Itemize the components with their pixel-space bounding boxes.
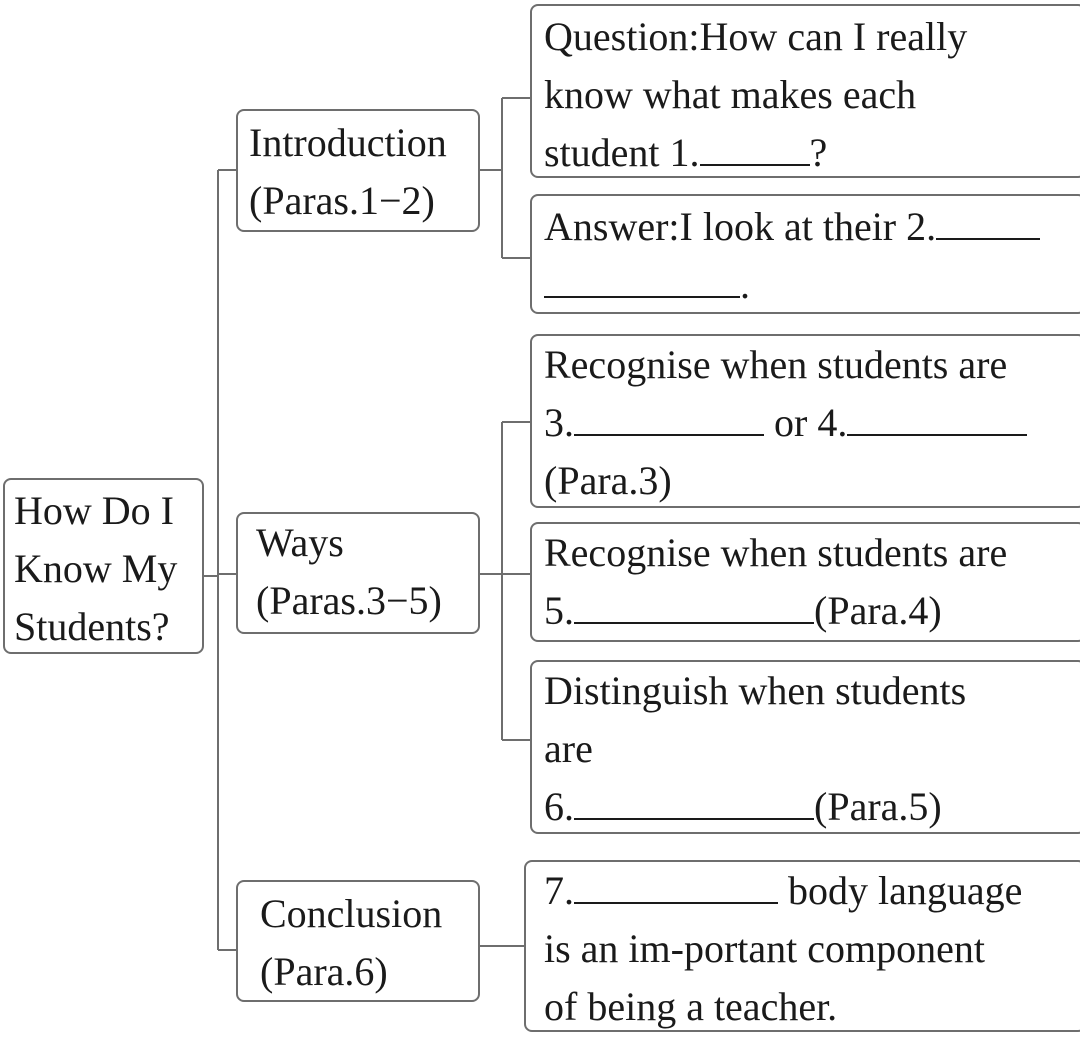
way2-line-1: Recognise when students are	[544, 530, 1008, 575]
way1-num-4: or 4.	[764, 400, 848, 445]
blank-1	[699, 128, 810, 166]
way3-para: (Para.5)	[814, 784, 942, 829]
answer-prefix: Answer:I look at their 2.	[544, 204, 937, 249]
question-suffix: ?	[809, 130, 828, 175]
section-conclusion-title: Conclusion	[260, 891, 443, 936]
question-line-3: student 1.?	[544, 124, 1080, 182]
section-introduction-paras: (Paras.1−2)	[249, 178, 435, 223]
way3-line-3: 6. (Para.5)	[544, 778, 1080, 836]
blank-2a	[936, 202, 1041, 240]
section-ways-title: Ways	[256, 520, 344, 565]
detail-way-3: Distinguish when students are 6. (Para.5)	[530, 660, 1080, 834]
section-ways: Ways (Paras.3−5)	[236, 512, 480, 634]
way2-line-2: 5. (Para.4)	[544, 582, 1080, 640]
way3-line-2: are	[544, 726, 593, 771]
answer-line-2: .	[544, 256, 1080, 314]
section-ways-paras: (Paras.3−5)	[256, 578, 442, 623]
conclusion-rest: body language	[778, 868, 1023, 913]
detail-question: Question:How can I really know what make…	[530, 4, 1080, 178]
way2-para: (Para.4)	[814, 588, 942, 633]
conclusion-line-1: 7. body language	[544, 862, 1080, 920]
blank-7	[574, 866, 778, 904]
blank-5	[574, 586, 814, 624]
answer-suffix: .	[740, 262, 750, 307]
conclusion-line-3: of being a teacher.	[544, 984, 838, 1029]
answer-line-1: Answer:I look at their 2.	[544, 198, 1080, 256]
blank-3	[574, 398, 764, 436]
detail-answer: Answer:I look at their 2. .	[530, 194, 1080, 314]
question-line-2: know what makes each	[544, 72, 917, 117]
way3-num-6: 6.	[544, 784, 574, 829]
way1-num-3: 3.	[544, 400, 574, 445]
conclusion-line-2: is an im-portant component	[544, 926, 986, 971]
section-conclusion-paras: (Para.6)	[260, 949, 388, 994]
way1-line-2: 3. or 4.	[544, 394, 1080, 452]
question-prefix: student 1.	[544, 130, 700, 175]
root-line-2: Know My	[14, 546, 178, 591]
way2-num-5: 5.	[544, 588, 574, 633]
conclusion-num-7: 7.	[544, 868, 574, 913]
root-line-1: How Do I	[14, 488, 174, 533]
section-conclusion: Conclusion (Para.6)	[236, 880, 480, 1002]
detail-way-2: Recognise when students are 5. (Para.4)	[530, 522, 1080, 642]
way3-line-1: Distinguish when students	[544, 668, 967, 713]
root-line-3: Students?	[14, 604, 170, 649]
blank-2b	[544, 260, 740, 298]
detail-way-1: Recognise when students are 3. or 4. (Pa…	[530, 334, 1080, 508]
section-introduction-title: Introduction	[249, 120, 447, 165]
detail-conclusion: 7. body language is an im-portant compon…	[524, 860, 1080, 1032]
way1-line-1: Recognise when students are	[544, 342, 1008, 387]
blank-4	[847, 398, 1028, 436]
question-line-1: Question:How can I really	[544, 14, 968, 59]
way1-line-3: (Para.3)	[544, 458, 672, 503]
root-node: How Do I Know My Students?	[3, 478, 204, 654]
blank-6	[574, 782, 814, 820]
section-introduction: Introduction (Paras.1−2)	[236, 109, 480, 232]
